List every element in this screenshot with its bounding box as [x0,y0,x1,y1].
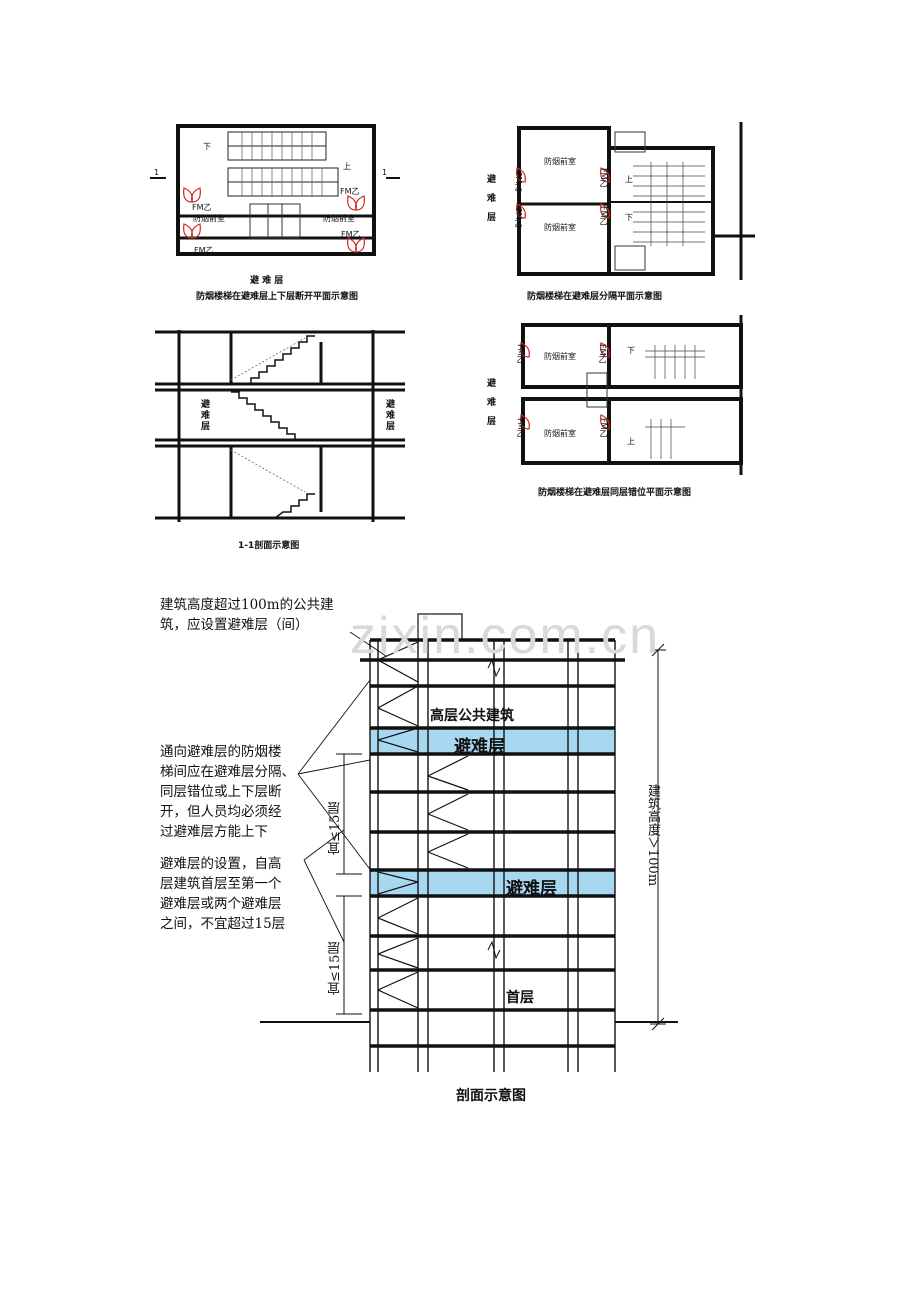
section-1-left-label: 避难层 [199,399,209,432]
note-2-line: 通向避难层的防烟楼 [160,744,282,760]
plan-b-room-label-2: 防烟前室 [544,223,576,232]
plan-c-room-label-2: 防烟前室 [544,429,576,438]
dim-floors-label-2: 宜≤15层 [328,941,343,995]
note-1: 建筑高度超过100m的公共建 筑，应设置避难层（间） [160,595,334,635]
plan-c-side-label: 避难层 [485,378,495,435]
plan-b-caption: 防烟楼梯在避难层分隔平面示意图 [527,292,663,302]
plan-b-door-label-4: FM乙 [599,206,608,226]
plan-c-door-label-1: FM乙 [516,344,525,364]
plan-a-section-mark-right: 1 [382,168,388,177]
plan-c-door-label-3: FM乙 [598,344,607,364]
label-refuge-1: 避难层 [454,737,505,757]
section-1-caption: 1-1剖面示意图 [238,541,300,551]
plan-c-down-label: 下 [627,346,635,355]
note-1-line: 建筑高度超过100m的公共建 [160,597,334,613]
plan-b-door-label-2: FM乙 [514,208,523,228]
plan-b-door-label-3: FM乙 [599,168,608,188]
refuge-floor-2-band [370,870,615,896]
note-3-line: 避难层或两个避难层 [160,896,282,912]
plan-c-room-label-1: 防烟前室 [544,352,576,361]
plan-a-door-label-2: FM乙 [192,203,212,212]
label-building: 高层公共建筑 [430,708,514,724]
plan-a-door-label-1: FM乙 [340,187,360,196]
plan-a-caption: 防烟楼梯在避难层上下层断开平面示意图 [196,292,359,302]
label-ground: 首层 [506,990,534,1006]
note-2-line: 梯间应在避难层分隔、 [160,764,295,780]
section-1-right-label: 避难层 [384,399,394,432]
note-2-line: 同层错位或上下层断 [160,784,282,800]
plan-c-door-label-2: FM乙 [516,418,525,438]
plan-a-up-label: 上 [343,162,351,171]
note-1-line: 筑，应设置避难层（间） [160,617,309,633]
note-3-line: 避难层的设置，自高 [160,856,282,872]
plan-c-door-label-4: FM乙 [599,418,608,438]
plan-b-up-label: 上 [625,175,633,184]
dim-height-label: 建筑高度＞100m [645,784,660,887]
section-1-drawing [155,330,405,522]
plan-b-down-label: 下 [625,213,633,222]
note-3-line: 之间，不宜超过15层 [160,916,286,932]
note-3: 避难层的设置，自高 层建筑首层至第一个 避难层或两个避难层 之间，不宜超过15层 [160,854,285,934]
plan-a-drawing [150,124,400,256]
plan-b-drawing [516,122,755,280]
note-2-line: 过避难层方能上下 [160,824,268,840]
note-3-line: 层建筑首层至第一个 [160,876,282,892]
note-2-line: 开，但人员均必须经 [160,804,282,820]
plan-c-drawing [520,315,743,475]
plan-a-floor-caption: 避 难 层 [250,276,284,286]
plan-c-up-label: 上 [627,437,635,446]
label-refuge-2: 避难层 [506,879,557,899]
plan-c-caption: 防烟楼梯在避难层同层错位平面示意图 [538,488,692,498]
plan-a-room-label-1: 防烟前室 [193,214,225,223]
big-section-drawing [260,613,678,1072]
plan-b-side-label: 避难层 [485,174,495,231]
plan-a-room-label-2: 防烟前室 [323,214,355,223]
dim-floors-label-1: 宜≤15层 [328,801,343,855]
big-section-caption: 剖面示意图 [456,1088,526,1104]
note-2: 通向避难层的防烟楼 梯间应在避难层分隔、 同层错位或上下层断 开，但人员均必须经… [160,742,295,842]
watermark-text: zixin.com.cn [350,607,661,665]
plan-a-down-label: 下 [203,142,211,151]
plan-b-door-label-1: FM乙 [514,172,523,192]
plan-a-section-mark-left: 1 [154,168,160,177]
plan-a-door-label-3: FM乙 [341,230,361,239]
plan-b-room-label-1: 防烟前室 [544,157,576,166]
plan-a-door-label-4: FM乙 [194,246,214,255]
